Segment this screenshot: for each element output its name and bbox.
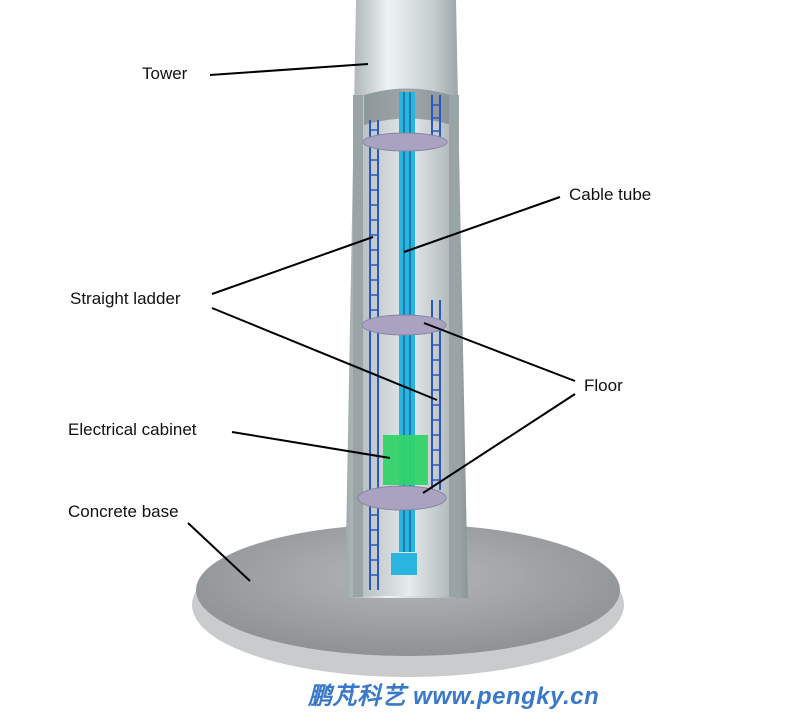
label-floor: Floor bbox=[584, 376, 623, 395]
label-straight-ladder: Straight ladder bbox=[70, 289, 181, 308]
label-electrical-cabinet: Electrical cabinet bbox=[68, 420, 197, 439]
label-tower: Tower bbox=[142, 64, 188, 83]
electrical-cabinet bbox=[383, 435, 428, 485]
leader-lines bbox=[187, 63, 576, 582]
label-concrete-base: Concrete base bbox=[68, 502, 179, 521]
floor-platforms bbox=[357, 132, 448, 511]
label-cable-tube: Cable tube bbox=[569, 185, 652, 204]
watermark: 鹏芃科艺 www.pengky.cn bbox=[308, 683, 600, 710]
